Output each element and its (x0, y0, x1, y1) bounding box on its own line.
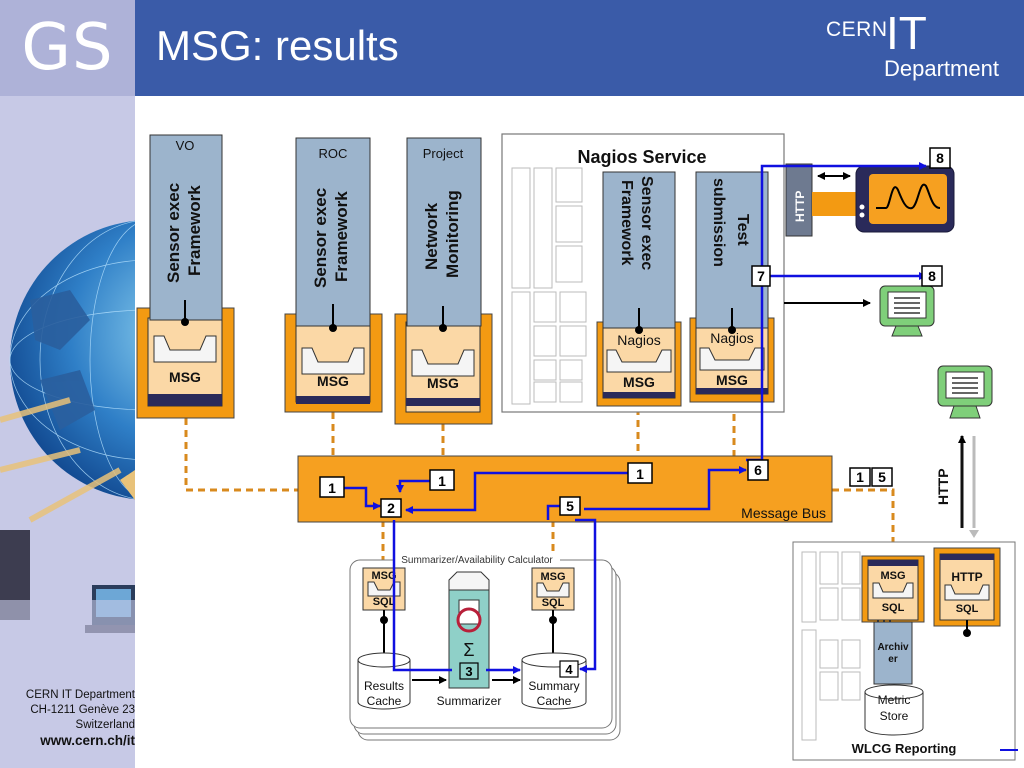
roc-label: ROC (319, 146, 348, 161)
page-title: MSG: results (156, 22, 399, 69)
summary-cache-line1: Summary (528, 679, 579, 693)
summarizer-calc-title: Summarizer/Availability Calculator (401, 555, 553, 566)
message-bus-label: Message Bus (741, 505, 826, 521)
step-badge: 1 (319, 476, 345, 498)
roc-sensor-line2: Framework (332, 191, 351, 282)
msg-label: MSG (540, 571, 565, 583)
cern-it-logo: CERN IT Department (826, 10, 1020, 86)
nagios-sensor-line2: Framework (618, 180, 635, 265)
step-badge: 5 (871, 467, 893, 487)
it-logo-text: IT (886, 7, 927, 59)
step-badge: 8 (929, 147, 951, 169)
roc-sensor-line1: Sensor exec (311, 188, 330, 288)
document-icon (458, 599, 480, 625)
refresh-icon (456, 607, 482, 633)
step-badge: 1 (627, 462, 653, 484)
step-badge: 5 (559, 496, 581, 516)
vo-sensor-line2: Framework (185, 185, 204, 276)
msg-label: MSG (169, 369, 201, 385)
step-badge: 7 (751, 265, 771, 287)
sigma-symbol: Σ (463, 640, 474, 660)
step-badge: 2 (380, 498, 402, 518)
step-number: 4 (565, 662, 573, 677)
summary-cache-line2: Cache (537, 694, 572, 708)
vo-sensor-block: MSG VO Sensor exec Framework (136, 134, 235, 419)
step-badge: 1 (849, 467, 871, 487)
nagios-service-block: Nagios Service Nagios MSG Sensor exec Fr… (501, 133, 785, 413)
vo-label: VO (176, 138, 195, 153)
globe-illustration (0, 96, 135, 768)
sidebar-globe-graphic (0, 96, 135, 768)
step-badge: 1 (429, 469, 455, 491)
sql-label: SQL (373, 596, 396, 608)
sql-label: SQL (956, 603, 979, 615)
step-number: 1 (438, 473, 446, 489)
metric-store-line2: Store (880, 709, 909, 723)
cern-logo-text: CERN (826, 18, 888, 41)
summarizer-label: Summarizer (437, 694, 502, 708)
wlcg-reporting-label: WLCG Reporting (852, 741, 957, 756)
footer-url: www.cern.ch/it (40, 733, 135, 748)
results-cache-line2: Cache (367, 694, 402, 708)
msg-label: MSG (371, 570, 396, 582)
wlcg-reporting-group: MSG SQL Archiv er Metric Store WLCG Repo… (792, 541, 1016, 761)
step-badge: 8 (921, 265, 943, 287)
metric-store-line1: Metric (878, 693, 911, 707)
step-number: 1 (328, 480, 336, 496)
http-label: HTTP (951, 570, 982, 584)
sql-label: SQL (542, 597, 565, 609)
step-number: 8 (928, 268, 936, 284)
project-line2: Monitoring (443, 190, 462, 278)
msg-label: MSG (880, 570, 905, 582)
step-number: 5 (878, 469, 886, 485)
http-monitor-group: HTTP (785, 163, 955, 237)
nagios-sensor-line1: Sensor exec (638, 176, 655, 270)
step-number: 6 (754, 462, 762, 478)
step-badge: 4 (559, 660, 579, 678)
msg-label: MSG (623, 374, 655, 390)
nagios-label: Nagios (710, 330, 754, 346)
http-label: HTTP (935, 468, 951, 505)
project-network-block: MSG Project Network Monitoring (394, 137, 493, 425)
http-label: HTTP (793, 191, 807, 222)
sql-label: SQL (882, 602, 905, 614)
department-logo-text: Department (884, 56, 999, 81)
chart-line-icon (876, 183, 941, 210)
step-badge: 3 (459, 662, 479, 680)
nagios-service-title: Nagios Service (577, 147, 706, 167)
footer-address: CERN IT Department CH-1211 Genève 23 Swi… (0, 688, 135, 748)
step-number: 5 (566, 498, 574, 514)
monitor-icon (879, 285, 935, 337)
msg-label: MSG (716, 372, 748, 388)
step-number: 1 (856, 469, 864, 485)
archiver-line1: Archiv (877, 642, 909, 653)
roc-sensor-block: MSG ROC Sensor exec Framework (284, 137, 383, 413)
results-cache-line1: Results (364, 679, 404, 693)
step-number: 7 (757, 268, 765, 284)
project-label: Project (423, 146, 464, 161)
test-line2: submission (710, 178, 727, 267)
msg-label: MSG (317, 373, 349, 389)
archiver-line2: er (888, 654, 898, 665)
step-badge: 6 (747, 459, 769, 481)
gs-logo: GS (0, 0, 135, 96)
step-number: 1 (636, 466, 644, 482)
monitor-icon (937, 365, 993, 419)
step-number: 3 (465, 664, 472, 679)
footer-line-country: Switzerland (75, 719, 135, 731)
footer-line-city: CH-1211 Genève 23 (30, 704, 135, 716)
vo-sensor-line1: Sensor exec (164, 183, 183, 283)
nagios-label: Nagios (617, 332, 661, 348)
project-line1: Network (422, 202, 441, 270)
footer-line-department: CERN IT Department (25, 689, 135, 701)
test-line1: Test (734, 214, 751, 246)
header-bar: GS MSG: results CERN IT Department (0, 0, 1024, 96)
summarizer-calculator-group: Summarizer/Availability Calculator MSG S… (349, 552, 621, 741)
msg-label: MSG (427, 375, 459, 391)
step-labels: 1 1 1 2 5 6 7 8 8 1 5 3 4 (319, 147, 951, 680)
step-number: 8 (936, 150, 944, 166)
step-number: 2 (387, 500, 395, 516)
